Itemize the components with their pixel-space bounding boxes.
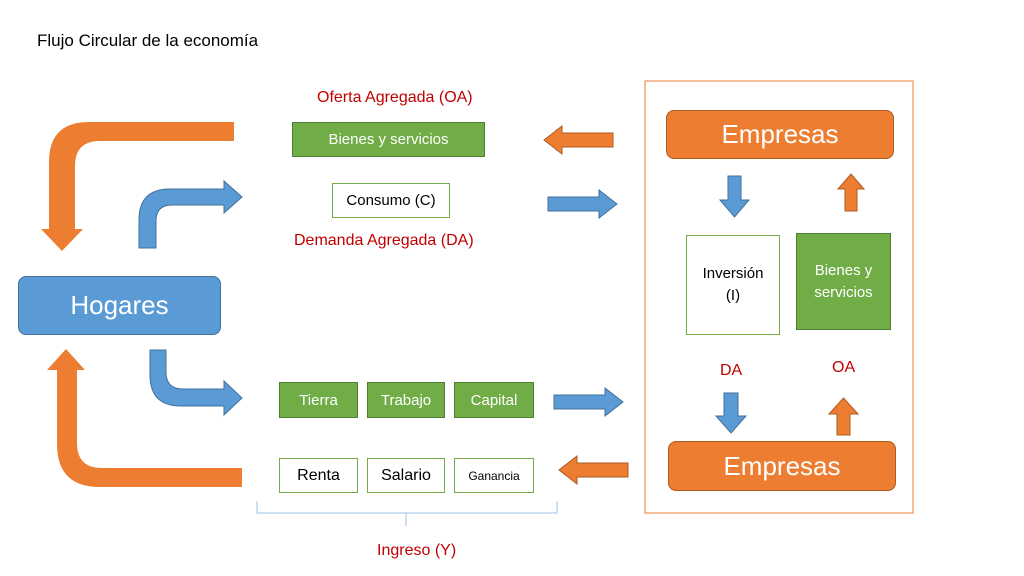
oferta-agregada-label: Oferta Agregada (OA) <box>317 89 473 106</box>
blue-turn-arrow-top <box>138 179 243 249</box>
capital-label: Capital <box>470 391 518 409</box>
trabajo-label: Trabajo <box>380 391 432 409</box>
orange-turn-arrow-bottom <box>47 349 242 487</box>
orange-arrow-left-bottom <box>558 454 629 486</box>
bienes-servicios-firm-box: Bienes y servicios <box>796 233 891 330</box>
orange-arrow-up-bienes <box>836 173 866 212</box>
tierra-label: Tierra <box>299 391 338 409</box>
hogares-label: Hogares <box>70 290 169 320</box>
consumo-box: Consumo (C) <box>332 183 450 218</box>
demanda-agregada-label: Demanda Agregada (DA) <box>294 232 474 249</box>
orange-arrow-left-top <box>543 124 614 156</box>
ingreso-brace <box>256 501 558 526</box>
oa-label: OA <box>832 359 856 376</box>
firms-frame <box>644 80 914 514</box>
da-label: DA <box>720 362 743 379</box>
salario-label: Salario <box>381 466 431 484</box>
empresas-bottom-label: Empresas <box>723 450 841 481</box>
orange-turn-arrow-top <box>41 122 234 251</box>
ingreso-label: Ingreso (Y) <box>377 542 457 559</box>
tierra-box: Tierra <box>279 382 358 418</box>
blue-arrow-down-inversion <box>718 175 751 218</box>
blue-turn-arrow-bottom <box>149 349 243 417</box>
renta-label: Renta <box>297 466 340 484</box>
consumo-label: Consumo (C) <box>346 192 436 209</box>
renta-box: Renta <box>279 458 358 493</box>
capital-box: Capital <box>454 382 534 418</box>
salario-box: Salario <box>367 458 445 493</box>
empresas-top-node: Empresas <box>666 110 894 159</box>
trabajo-box: Trabajo <box>367 382 445 418</box>
bienes-servicios-flow-label: Bienes y servicios <box>328 131 449 148</box>
empresas-top-label: Empresas <box>721 119 839 149</box>
blue-arrow-down-da <box>714 392 748 434</box>
bienes-servicios-flow-box: Bienes y servicios <box>292 122 485 157</box>
blue-arrow-right-top <box>547 188 618 220</box>
bienes-servicios-firm-label: Bienes y servicios <box>814 261 873 301</box>
inversion-box: Inversión (I) <box>686 235 780 335</box>
ganancia-box: Ganancia <box>454 458 534 493</box>
orange-arrow-up-oa <box>827 397 860 436</box>
hogares-node: Hogares <box>18 276 221 335</box>
ganancia-label: Ganancia <box>468 468 520 483</box>
inversion-label: Inversión (I) <box>702 265 764 304</box>
blue-arrow-right-bottom <box>553 386 624 418</box>
page-title: Flujo Circular de la economía <box>37 31 259 50</box>
empresas-bottom-node: Empresas <box>668 441 896 491</box>
